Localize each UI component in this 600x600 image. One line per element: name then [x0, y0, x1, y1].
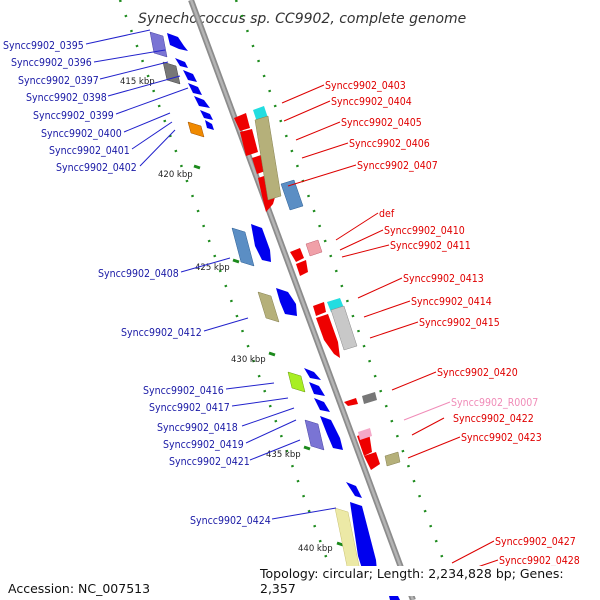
- gene-arrow-0403: [234, 113, 250, 131]
- gene-arrow-0408: [251, 224, 271, 262]
- gene-arrow-0424a: [346, 482, 362, 498]
- gene-label[interactable]: Syncc9902_0396: [11, 57, 92, 69]
- gene-label-rna[interactable]: Syncc9902_R0007: [451, 397, 538, 409]
- gene-arrow-0423: [364, 452, 380, 470]
- gene-box-0420: [362, 392, 377, 404]
- gene-arrow-0414: [316, 314, 340, 358]
- gene-arrow-0401: [200, 110, 213, 120]
- gene-label[interactable]: Syncc9902_0397: [18, 75, 99, 87]
- gene-label[interactable]: Syncc9902_0404: [331, 96, 412, 108]
- accession-text: Accession: NC_007513: [8, 581, 151, 596]
- gene-label[interactable]: Syncc9902_0411: [390, 240, 471, 252]
- gene-arrow-def: [290, 248, 304, 262]
- gene-label[interactable]: Syncc9902_0424: [190, 515, 271, 527]
- gene-label[interactable]: Syncc9902_0412: [121, 327, 202, 339]
- gene-label[interactable]: Syncc9902_0421: [169, 456, 250, 468]
- gene-box-0423: [384, 451, 401, 467]
- gene-label[interactable]: Syncc9902_0399: [33, 110, 114, 122]
- gene-label[interactable]: Syncc9902_0398: [26, 92, 107, 104]
- map-title: Synechococcus sp. CC9902, complete genom…: [138, 11, 466, 27]
- gene-arrow-0398: [183, 70, 197, 82]
- gene-label[interactable]: Syncc9902_0401: [49, 145, 130, 157]
- cog-track-left: [149, 31, 363, 581]
- genome-backbone: [188, 0, 416, 600]
- gene-label[interactable]: Syncc9902_0400: [41, 128, 122, 140]
- gene-box-0407: [280, 179, 304, 211]
- gene-label[interactable]: Syncc9902_0408: [98, 268, 179, 280]
- gene-box-0416: [287, 371, 306, 393]
- gene-arrow-0412: [276, 288, 297, 316]
- gene-arrow-0400: [194, 96, 210, 108]
- gene-label[interactable]: Syncc9902_0407: [357, 160, 438, 172]
- kbp-label-415: 415 kbp: [120, 77, 155, 87]
- cog-track-right: [253, 106, 418, 584]
- gene-box-0421: [304, 419, 325, 451]
- gene-box-0405: [254, 115, 282, 201]
- gene-label[interactable]: Syncc9902_0403: [325, 80, 406, 92]
- gene-label[interactable]: Syncc9902_0415: [419, 317, 500, 329]
- gene-label[interactable]: Syncc9902_0420: [437, 367, 518, 379]
- gene-box-0411: [305, 239, 323, 257]
- gene-box-0408: [231, 227, 255, 267]
- gene-arrow-0396: [175, 58, 188, 68]
- gene-label[interactable]: Syncc9902_0418: [157, 422, 238, 434]
- gene-box-0415: [330, 305, 358, 351]
- gene-arrow-0419: [314, 398, 330, 412]
- kbp-label-440: 440 kbp: [298, 544, 333, 554]
- gene-label[interactable]: Syncc9902_0406: [349, 138, 430, 150]
- gene-arrow-0417: [304, 368, 321, 380]
- gene-label[interactable]: Syncc9902_0422: [453, 413, 534, 425]
- kbp-label-435: 435 kbp: [266, 450, 301, 460]
- scale-track-left: [118, 0, 344, 600]
- gene-box-0397: [162, 61, 181, 85]
- gene-label[interactable]: Syncc9902_0417: [149, 402, 230, 414]
- gene-arrow-0418: [309, 382, 325, 396]
- gene-label[interactable]: Syncc9902_0423: [461, 432, 542, 444]
- kbp-label-420: 420 kbp: [158, 170, 193, 180]
- gene-label[interactable]: Syncc9902_0402: [56, 162, 137, 174]
- left-gene-labels: Syncc9902_0395 Syncc9902_0396 Syncc9902_…: [3, 40, 271, 527]
- gene-label[interactable]: Syncc9902_0428: [499, 555, 580, 567]
- gene-label[interactable]: Syncc9902_0413: [403, 273, 484, 285]
- gene-arrow-0420: [344, 398, 358, 406]
- right-gene-labels: Syncc9902_0403 Syncc9902_0404 Syncc9902_…: [325, 80, 580, 567]
- leader-line-R0007: [403, 401, 451, 421]
- gene-arrow-0413: [313, 302, 326, 316]
- gene-label[interactable]: Syncc9902_0405: [341, 117, 422, 129]
- left-leader-lines: [85, 29, 337, 520]
- gene-label[interactable]: Syncc9902_0427: [495, 536, 576, 548]
- gene-label[interactable]: Syncc9902_0410: [384, 225, 465, 237]
- gene-box-0402: [187, 121, 205, 138]
- genome-summary-text: Topology: circular; Length: 2,234,828 bp…: [260, 566, 600, 596]
- gene-label[interactable]: Syncc9902_0414: [411, 296, 492, 308]
- gene-box-R0007: [358, 428, 372, 440]
- gene-label[interactable]: Syncc9902_0419: [163, 439, 244, 451]
- gene-arrow-0410: [296, 260, 308, 276]
- kbp-label-425: 425 kbp: [195, 263, 230, 273]
- gene-box-0412: [257, 291, 280, 323]
- gene-arrow-0405: [240, 129, 258, 156]
- gene-label[interactable]: def: [379, 208, 395, 220]
- kbp-label-430: 430 kbp: [231, 355, 266, 365]
- gene-arrow-0421: [320, 416, 343, 450]
- gene-box-0395: [149, 31, 168, 58]
- gene-arrow-0424: [350, 502, 378, 582]
- gene-arrow-0401b: [205, 120, 214, 130]
- gene-label[interactable]: Syncc9902_0416: [143, 385, 224, 397]
- gene-label[interactable]: Syncc9902_0395: [3, 40, 84, 52]
- forward-strand-genes: [167, 33, 400, 600]
- gene-arrow-0399: [188, 83, 202, 95]
- gene-arrow-0395: [167, 33, 188, 51]
